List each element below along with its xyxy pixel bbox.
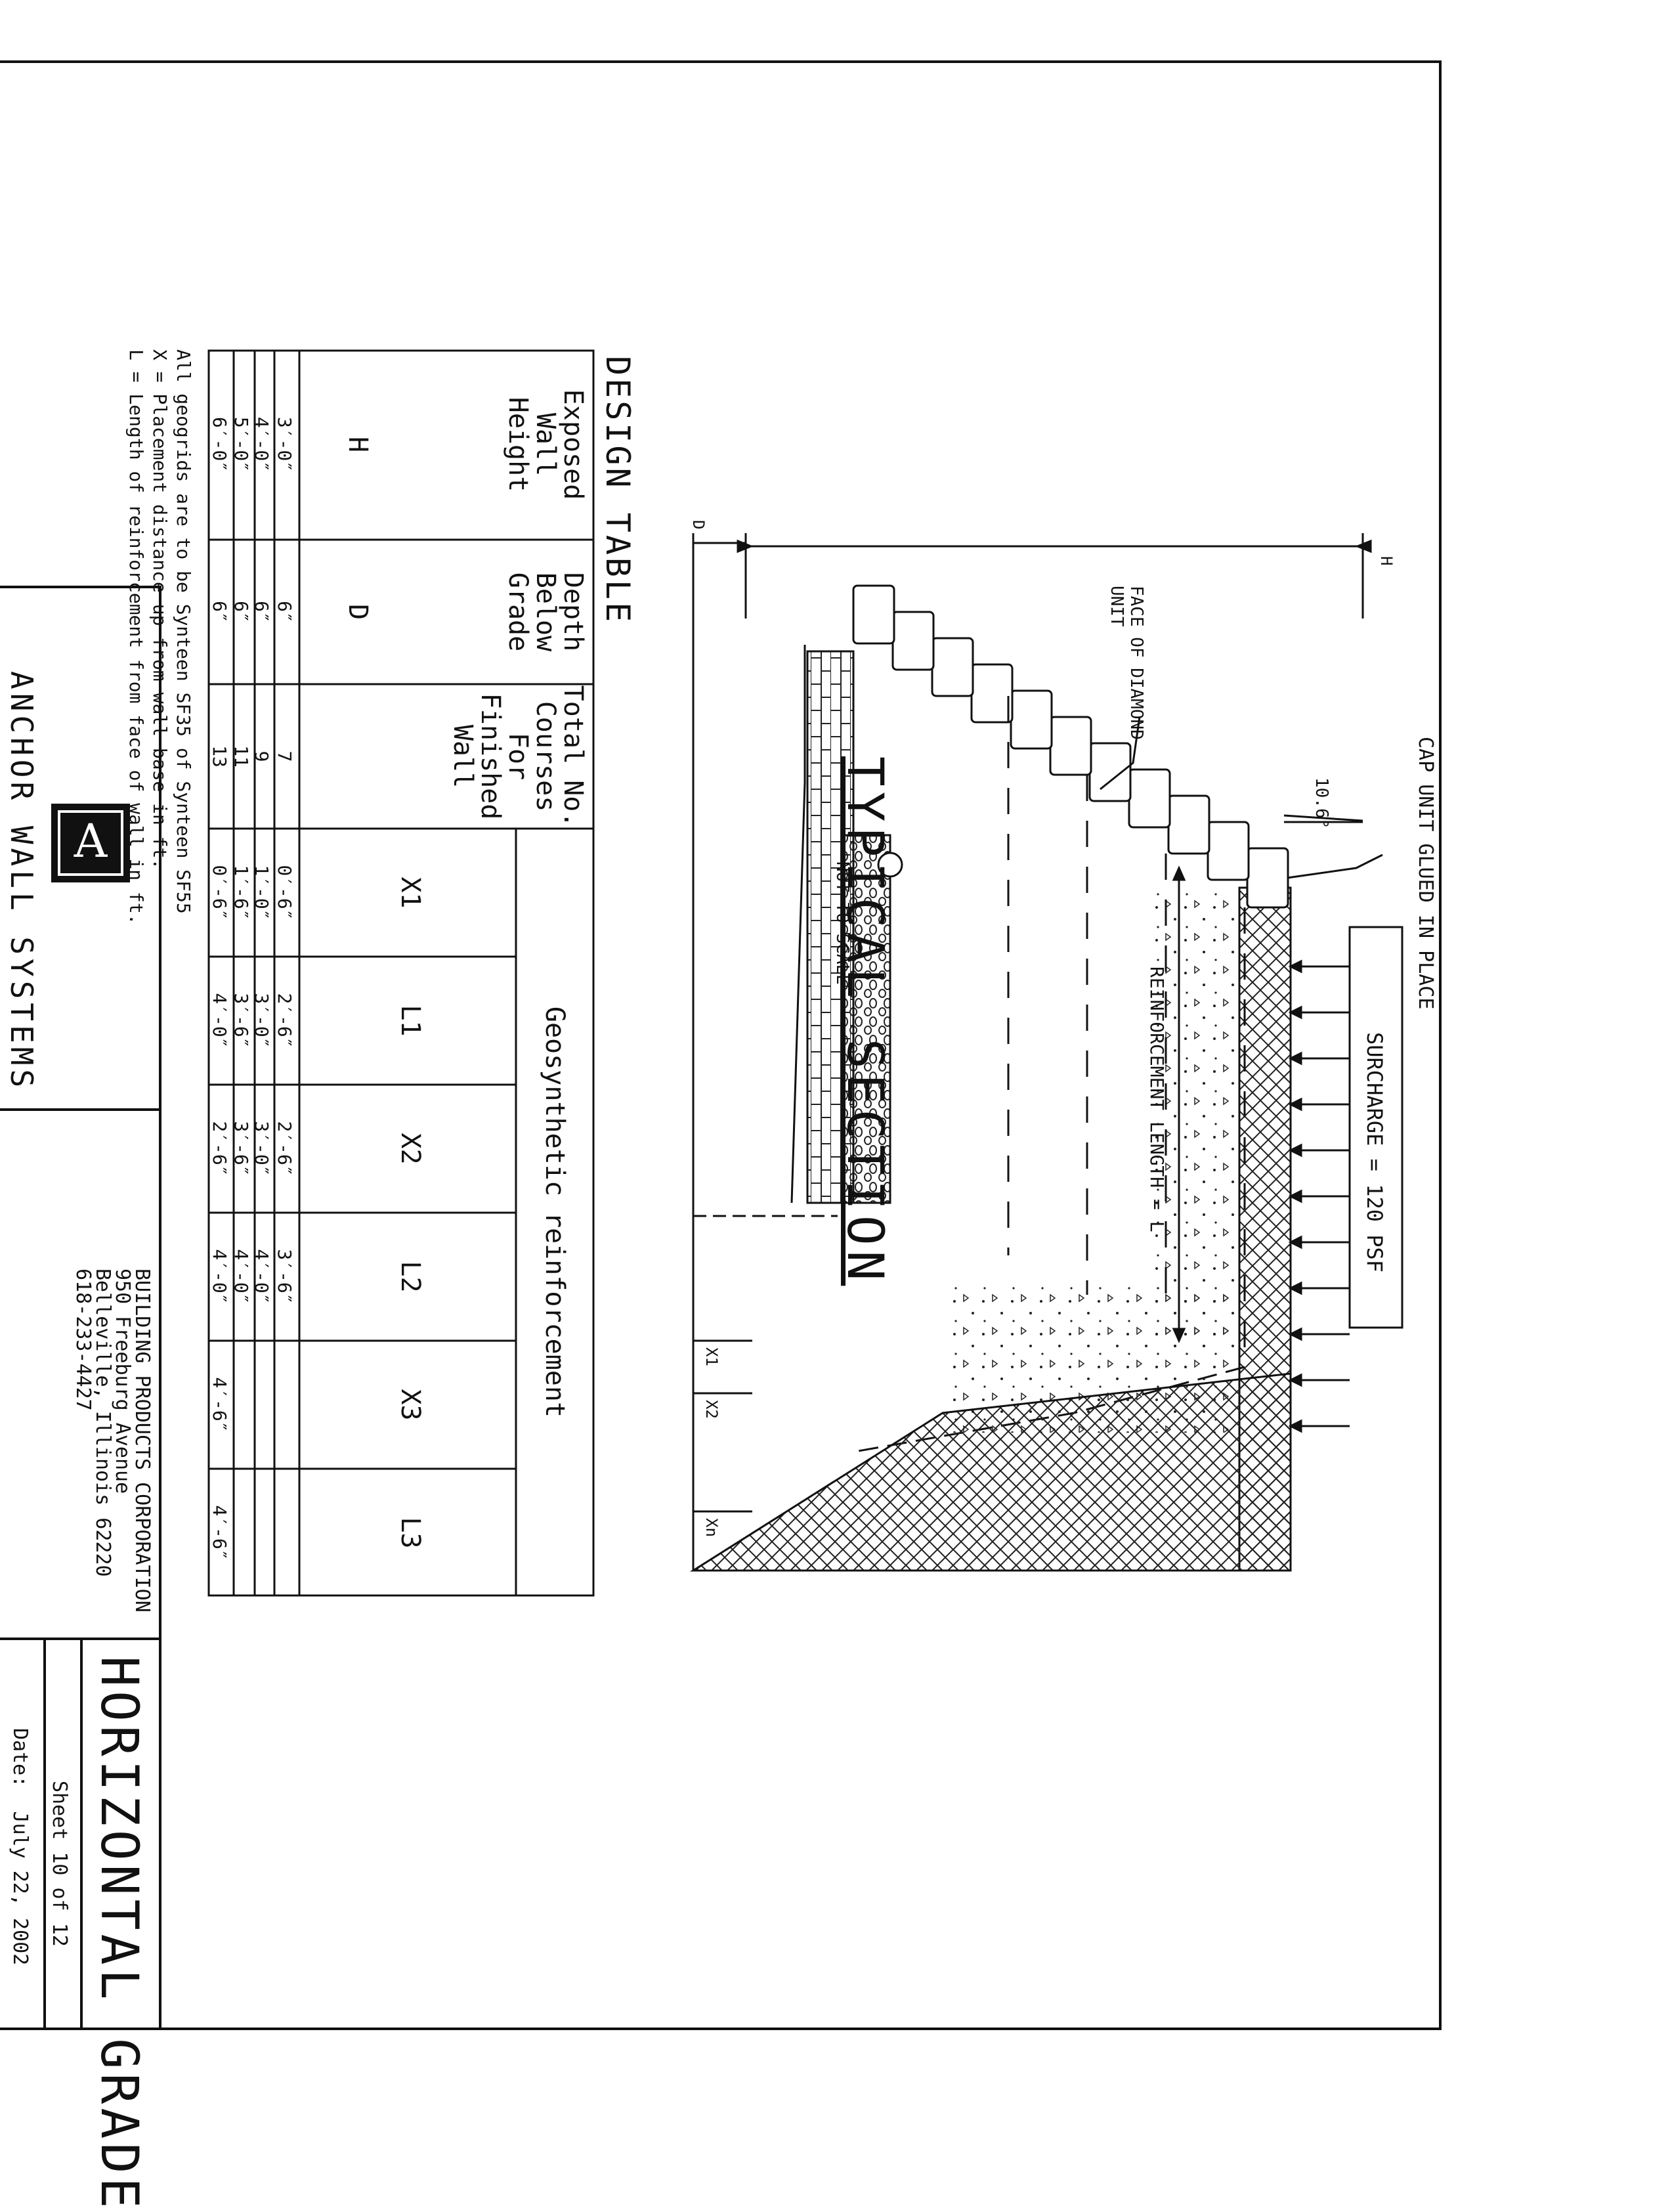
hdr-geosynthetic: Geosynthetic reinforcement xyxy=(540,1006,570,1418)
table-cell: 3′-0″ xyxy=(251,1121,272,1177)
sheet-number: Sheet 10 of 12 xyxy=(48,1781,71,1947)
hdr-x2: X2 xyxy=(395,1133,425,1165)
table-cell: 4′-6″ xyxy=(209,1505,230,1561)
wall-units xyxy=(852,584,1289,909)
angle-label: 10.6° xyxy=(1312,777,1331,829)
table-cell: 4′-0″ xyxy=(251,1249,272,1305)
drain-pipe xyxy=(877,852,903,878)
design-table-title: DESIGN TABLE xyxy=(599,356,637,625)
table-cell: 6″ xyxy=(251,601,272,623)
cap-unit-label: CAP UNIT GLUED IN PLACE xyxy=(1414,737,1437,1010)
rotated-drawing: CAP UNIT GLUED IN PLACE SURCHARGE = 120 … xyxy=(0,60,1442,2212)
typical-section-drawing xyxy=(689,533,1403,1572)
table-cell: 3′-6″ xyxy=(230,993,252,1049)
table-cell: 6′-0″ xyxy=(209,416,230,473)
note-geogrids: All geogrids are to be Synteen SF35 of S… xyxy=(173,349,194,914)
table-cell: 9 xyxy=(251,750,272,762)
table-cell: 13 xyxy=(209,745,230,768)
hdr-l3: L3 xyxy=(395,1517,425,1549)
dim-h xyxy=(737,533,1372,618)
backfill-zone xyxy=(1147,888,1239,1360)
distributor-line-1: BUILDING PRODUCTS CORPORATION xyxy=(131,1269,154,1613)
company-name: ANCHOR WALL SYSTEMS xyxy=(4,671,39,1092)
table-cell: 3′-0″ xyxy=(274,416,295,473)
distributor-line-3: Belleville, Illinois 62220 xyxy=(91,1269,114,1577)
geogrid-layers xyxy=(1007,696,1246,1360)
table-cell: 6″ xyxy=(274,601,295,623)
leveling-pad xyxy=(806,650,855,1204)
finished-grade-front xyxy=(790,645,806,1204)
reinforcement-length-arrow xyxy=(1172,865,1186,1343)
cap-unit-leader xyxy=(1287,854,1383,879)
dim-x1-label: X1 xyxy=(702,1347,721,1366)
table-cell: 2′-6″ xyxy=(274,993,295,1049)
dim-d-label: D xyxy=(689,520,708,530)
table-cell: 4′-6″ xyxy=(209,1377,230,1433)
reinforcement-length-label: REINFORCEMENT LENGTH = L xyxy=(1146,966,1168,1232)
table-cell: 2′-6″ xyxy=(209,1121,230,1177)
face-diamond-leader xyxy=(1100,716,1141,791)
distributor-line-2: 950 Freeburg Avenue xyxy=(111,1269,134,1494)
surcharge-label: SURCHARGE = 120 PSF xyxy=(1362,1032,1387,1273)
table-cell: 11 xyxy=(230,745,252,768)
design-table: Exposed Wall Height H Depth Below Grade … xyxy=(207,349,595,1597)
hdr-wall-height: Exposed Wall Height xyxy=(503,389,588,500)
surcharge-arrows xyxy=(1288,959,1350,1433)
drawing-date: Date: July 22, 2002 xyxy=(9,1728,32,1966)
section-subtitle: NOT TO SCALE xyxy=(832,861,852,985)
dim-x2-label: X2 xyxy=(702,1400,721,1419)
hdr-depth-sym: D xyxy=(343,603,373,620)
hdr-wall-height-sym: H xyxy=(343,436,373,453)
surcharge-box xyxy=(1348,926,1403,1329)
table-cell: 4′-0″ xyxy=(230,1249,252,1305)
dim-d xyxy=(692,533,838,1571)
drawing-sheet: CAP UNIT GLUED IN PLACE SURCHARGE = 120 … xyxy=(0,60,1442,2212)
hdr-l2: L2 xyxy=(395,1261,425,1293)
table-cell: 0′-6″ xyxy=(274,865,295,921)
hdr-x1: X1 xyxy=(395,877,425,909)
distributor-line-4: 618-233-4427 xyxy=(72,1269,95,1411)
table-cell: 3′-6″ xyxy=(230,1121,252,1177)
dim-h-label: H xyxy=(1377,556,1396,566)
hdr-l1: L1 xyxy=(395,1005,425,1037)
section-title: TYPICAL SECTION xyxy=(836,756,895,1286)
anchor-logo: A xyxy=(51,804,130,882)
drawing-title: HORIZONTAL GRADE xyxy=(89,1656,148,2212)
table-cell: 4′-0″ xyxy=(209,993,230,1049)
table-cell: 6″ xyxy=(209,601,230,623)
face-of-diamond-label: FACE OF DIAMOND UNIT xyxy=(1107,586,1146,740)
hdr-courses: Total No. Courses For Finished Wall xyxy=(448,685,588,828)
table-cell: 7 xyxy=(274,750,295,762)
design-table-grid xyxy=(207,349,595,1597)
table-cell: 1′-6″ xyxy=(230,865,252,921)
table-cell: 0′-6″ xyxy=(209,865,230,921)
table-cell: 3′-0″ xyxy=(251,993,272,1049)
table-cell: 2′-6″ xyxy=(274,1121,295,1177)
hdr-depth: Depth Below Grade xyxy=(503,572,588,652)
dim-x xyxy=(693,1339,752,1513)
table-cell: 5′-0″ xyxy=(230,416,252,473)
table-cell: 1′-0″ xyxy=(251,865,272,921)
hdr-x3: X3 xyxy=(395,1389,425,1421)
table-cell: 4′-0″ xyxy=(209,1249,230,1305)
table-cell: 4′-0″ xyxy=(251,416,272,473)
table-cell: 3′-6″ xyxy=(274,1249,295,1305)
anchor-logo-text: A xyxy=(74,814,108,868)
table-cell: 6″ xyxy=(230,601,252,623)
dim-xn-label: Xn xyxy=(702,1518,721,1537)
